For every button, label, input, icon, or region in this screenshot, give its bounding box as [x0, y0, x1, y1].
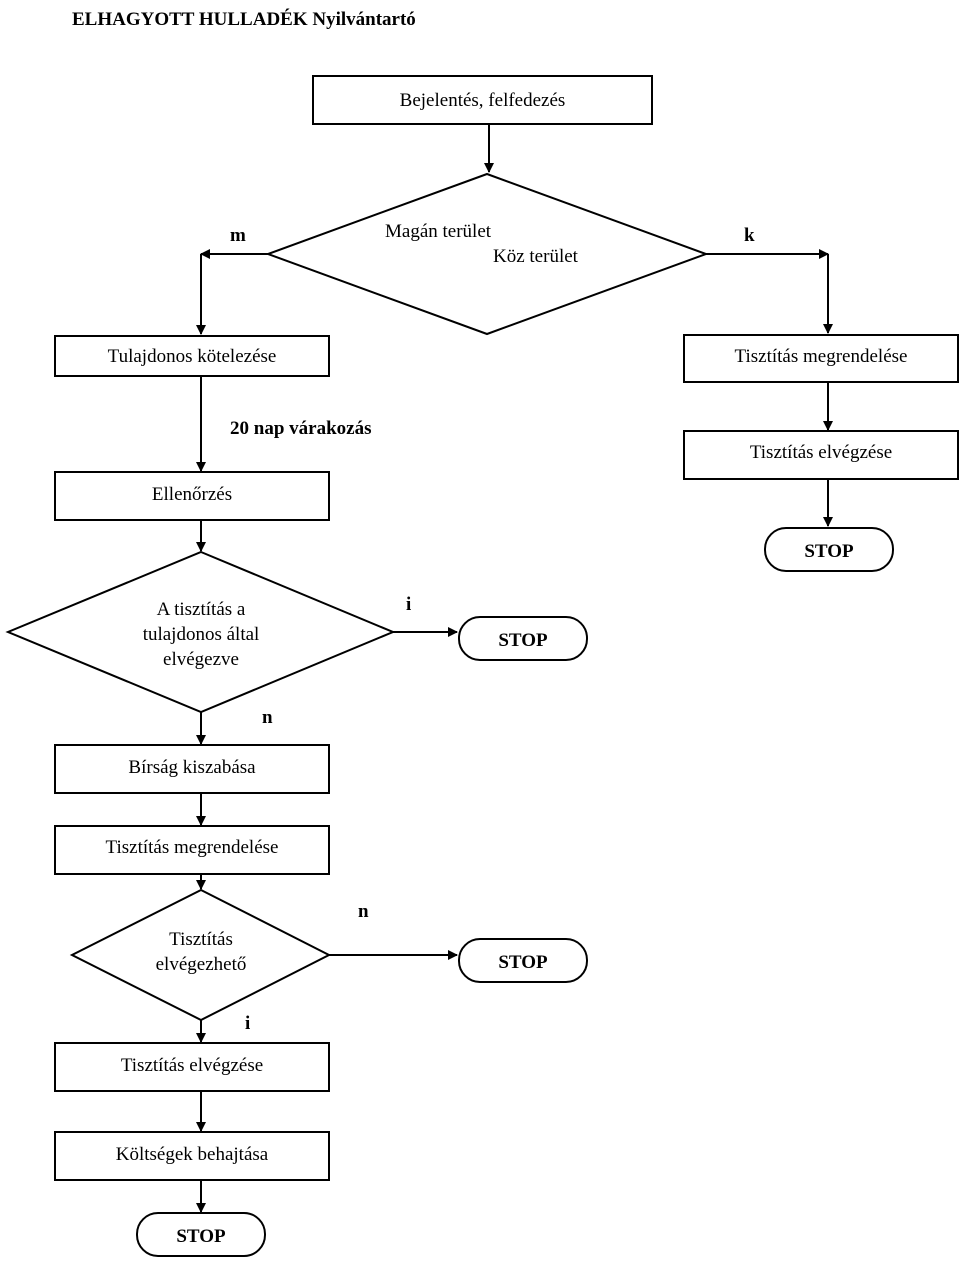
stop-3-label: STOP [176, 1226, 226, 1247]
no-1-label: n [262, 707, 273, 728]
stop-right-terminal [764, 527, 894, 572]
stop-2-terminal [458, 938, 588, 983]
order-cleaning-left-label: Tisztítás megrendelése [106, 837, 279, 858]
fine-box [54, 744, 330, 794]
page-title: ELHAGYOTT HULLADÉK Nyilvántartó [72, 8, 416, 30]
owner-obligation-box [54, 335, 330, 377]
cleaning-done-left-box [54, 1042, 330, 1092]
cleaning-done-right-label: Tisztítás elvégzése [750, 442, 892, 463]
report-box [312, 75, 653, 125]
stop-1-terminal [458, 616, 588, 661]
report-label: Bejelentés, felfedezés [400, 90, 566, 111]
cost-recovery-label: Költségek behajtása [116, 1144, 269, 1165]
feasible-line1: Tisztítás [169, 929, 233, 950]
stop-right-label: STOP [804, 541, 854, 562]
yes-1-label: i [406, 594, 411, 615]
branch-m-label: m [230, 225, 246, 246]
wait-label: 20 nap várakozás [230, 418, 371, 439]
no-2-label: n [358, 901, 369, 922]
owner-obligation-label: Tulajdonos kötelezése [108, 346, 277, 367]
cleaning-done-left-label: Tisztítás elvégzése [121, 1055, 263, 1076]
feasible-line2: elvégezhető [156, 954, 247, 975]
check-box [54, 471, 330, 521]
owner-cleaned-line1: A tisztítás a [157, 599, 246, 620]
branch-k-label: k [744, 225, 755, 246]
area-decision-line1: Magán terület [385, 221, 492, 242]
stop-1-label: STOP [498, 630, 548, 651]
stop-2-label: STOP [498, 952, 548, 973]
order-cleaning-left-box [54, 825, 330, 875]
cleaning-done-right-box [683, 430, 959, 480]
fine-label: Bírság kiszabása [128, 757, 256, 778]
order-cleaning-right-box [683, 334, 959, 383]
check-label: Ellenőrzés [152, 484, 232, 505]
stop-3-terminal [136, 1212, 266, 1257]
owner-cleaned-line2: tulajdonos által [143, 624, 260, 645]
owner-cleaned-line3: elvégezve [163, 649, 239, 670]
cost-recovery-box [54, 1131, 330, 1181]
yes-2-label: i [245, 1013, 250, 1034]
area-decision-diamond [265, 172, 709, 336]
order-cleaning-right-label: Tisztítás megrendelése [735, 346, 908, 367]
area-decision-line2: Köz terület [493, 246, 579, 267]
